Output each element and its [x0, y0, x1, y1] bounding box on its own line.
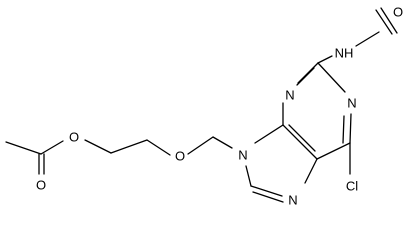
- atom-labels: O NH N N N N Cl O O O: [36, 5, 403, 208]
- bond-ch2-ch2: [110, 139, 148, 154]
- bond-c2-n3: [297, 62, 319, 84]
- atom-carbonyl-oxygen: O: [36, 178, 46, 193]
- bond-c2-n1: [317, 62, 346, 93]
- bond-c4-n9: [254, 124, 284, 144]
- atom-formyl-oxygen: O: [393, 5, 403, 20]
- bond-n1-c6: [349, 113, 352, 144]
- bond-ch2-o: [187, 136, 214, 155]
- atom-ring-n7: N: [288, 193, 297, 208]
- bond-formyl-co-2: [375, 9, 393, 35]
- bond-c5-c4: [282, 124, 318, 160]
- atom-ester-oxygen: O: [69, 130, 79, 145]
- bond-n7-c8: [250, 185, 283, 197]
- bond-c2-n3-double: [296, 67, 315, 86]
- atom-ether-oxygen: O: [175, 149, 185, 164]
- bond-formyl-co-1: [380, 7, 398, 34]
- atom-amide-nh: NH: [335, 46, 354, 61]
- bond-n1-c6-double: [342, 115, 345, 144]
- bond-n7-c8-double: [252, 191, 284, 203]
- bond-o-carbonyl-c: [40, 140, 64, 155]
- bond-ch2-o-ester: [84, 139, 112, 154]
- bond-amide-c2: [317, 55, 333, 64]
- bonds: [5, 7, 398, 203]
- chemical-structure: O NH N N N N Cl O O O: [5, 5, 403, 208]
- bond-c8-n9: [245, 165, 252, 187]
- bond-n9-ch2: [212, 136, 233, 149]
- bond-formyl-cn: [355, 31, 380, 47]
- bond-c5-n7: [304, 158, 318, 184]
- atom-ring-n9: N: [238, 148, 247, 163]
- atom-ring-n1: N: [347, 96, 356, 111]
- bond-c5-c4-double: [288, 124, 316, 152]
- bond-c-methyl: [5, 141, 42, 155]
- atom-ring-n3: N: [285, 88, 294, 103]
- atom-chlorine: Cl: [346, 179, 358, 194]
- bond-c6-c5: [316, 142, 351, 160]
- bond-o-ch2: [146, 139, 171, 156]
